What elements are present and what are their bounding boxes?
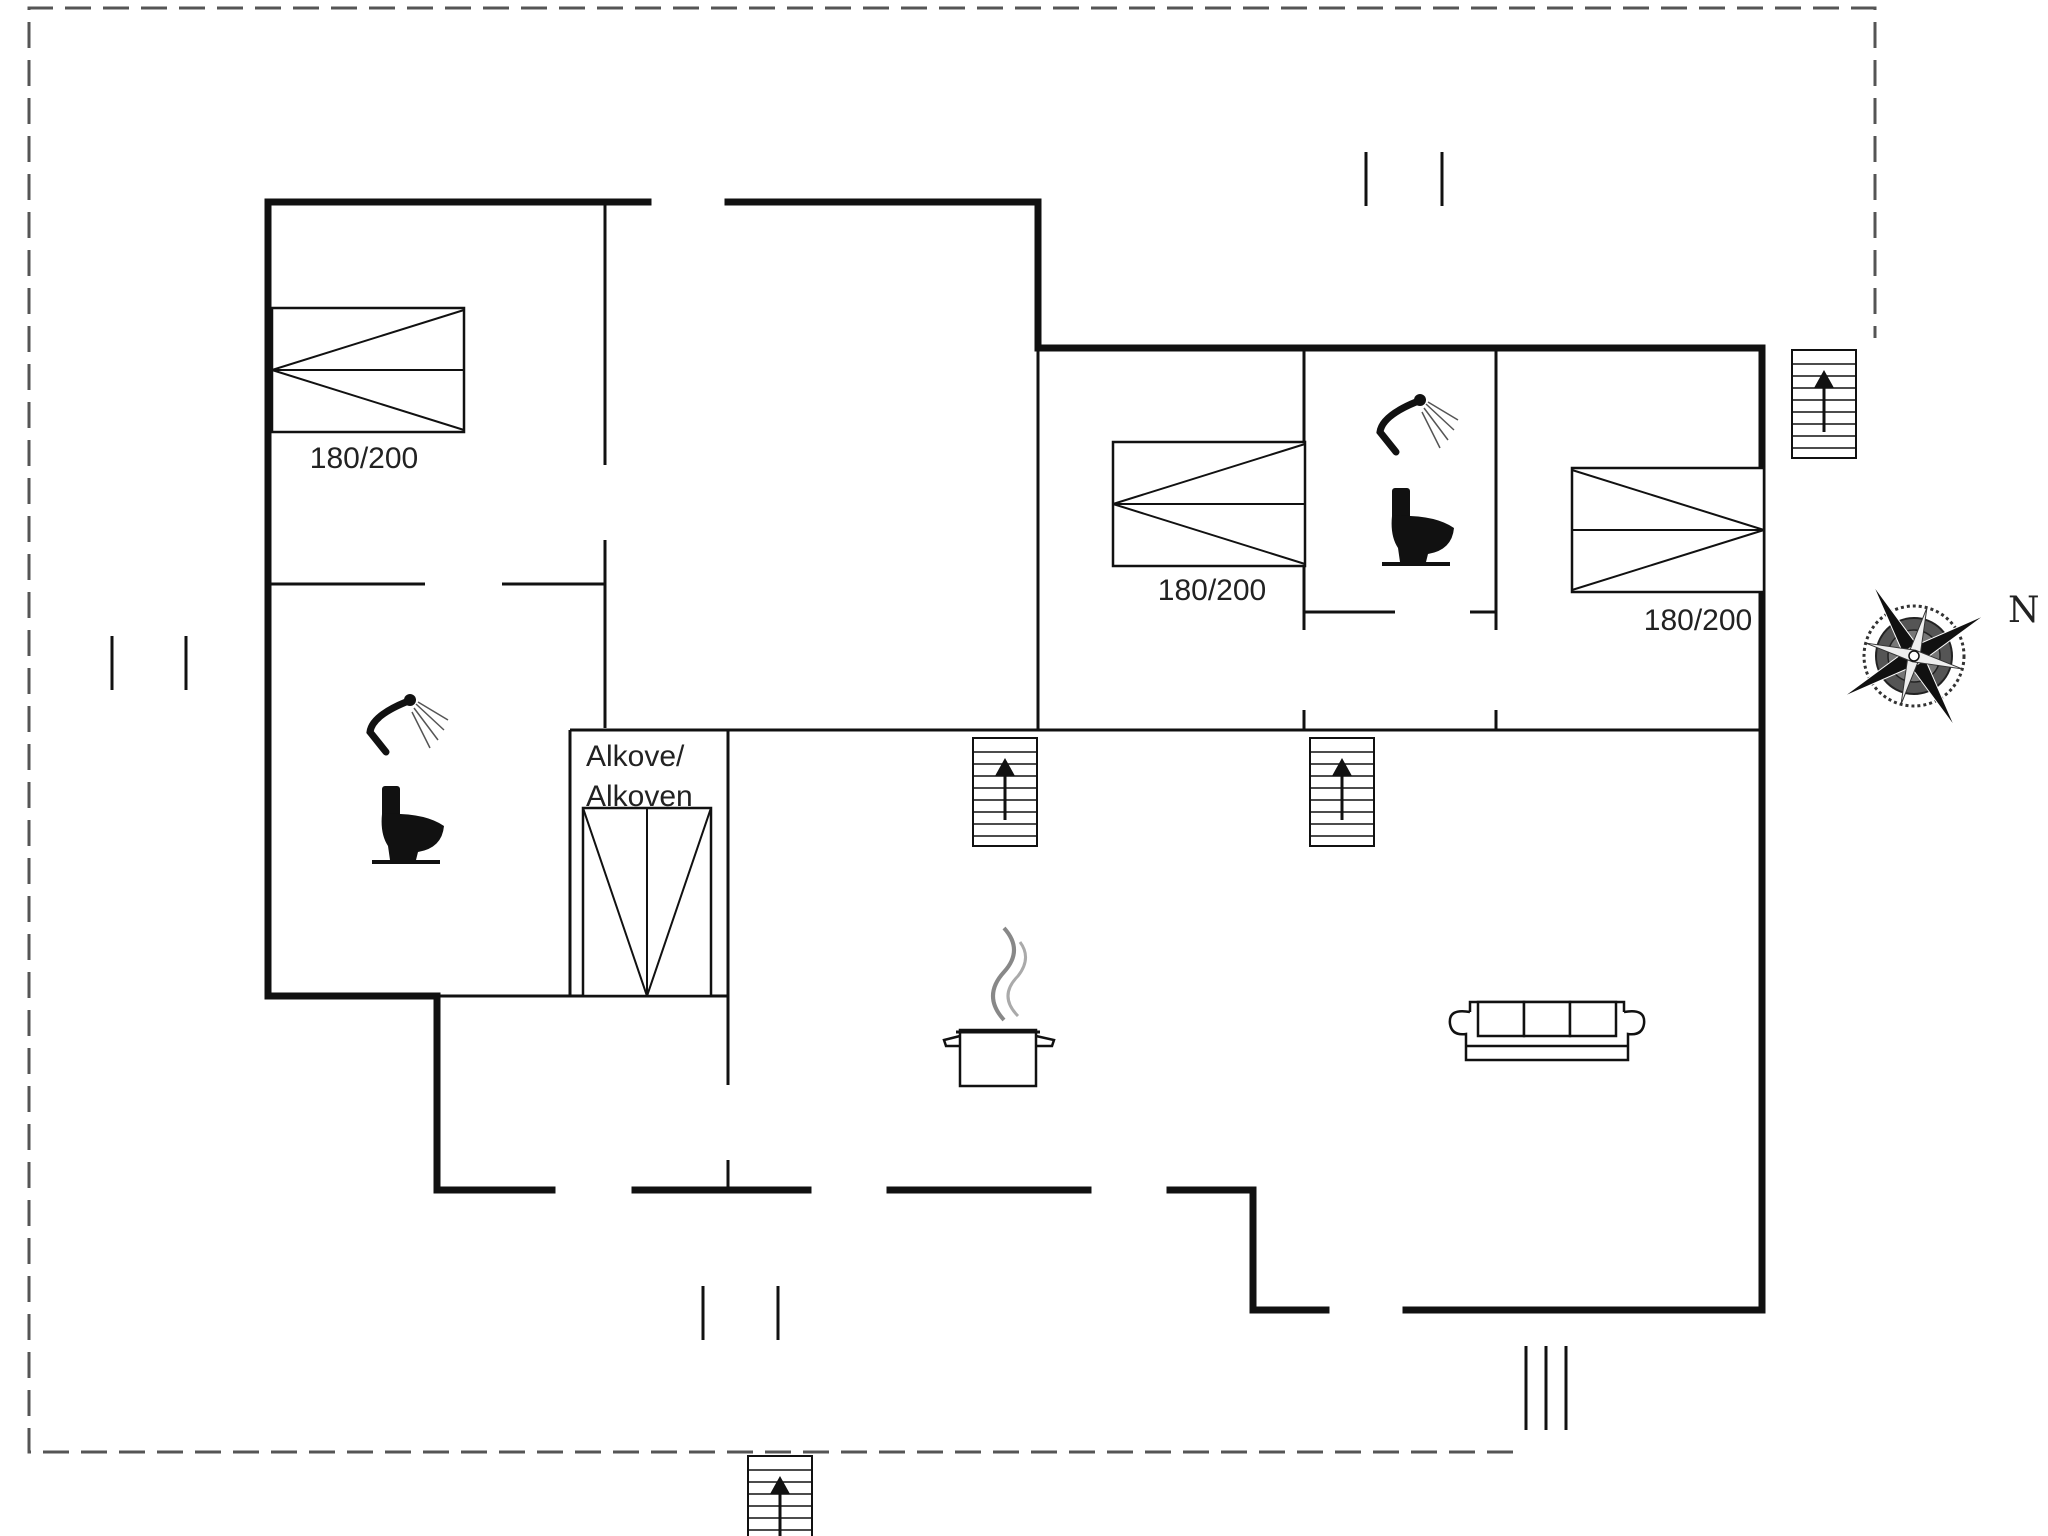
stairs-icon bbox=[1790, 348, 1858, 460]
sofa-icon bbox=[1448, 1000, 1646, 1062]
alcove-bed-icon bbox=[581, 806, 713, 998]
window-markers bbox=[110, 152, 1568, 1430]
bed-icon bbox=[270, 306, 466, 434]
interior-walls bbox=[268, 202, 1762, 1190]
shower-icon bbox=[1380, 394, 1458, 452]
bed-1-size-label: 180/200 bbox=[310, 442, 418, 475]
cooking-pot-icon bbox=[942, 926, 1056, 1088]
toilet-icon bbox=[1382, 488, 1454, 566]
alcove-label-line2: Alkoven bbox=[586, 780, 693, 813]
stairs-icon bbox=[1308, 736, 1376, 848]
shower-icon bbox=[370, 694, 448, 752]
stairs-icon bbox=[971, 736, 1039, 848]
bed-icon bbox=[1570, 466, 1766, 594]
toilet-icon bbox=[372, 786, 444, 864]
alcove-label-line1: Alkove/ bbox=[586, 740, 685, 773]
bed-2-size-label: 180/200 bbox=[1158, 574, 1266, 607]
terrace-boundary bbox=[27, 6, 1877, 1454]
compass-rose-icon bbox=[1842, 584, 1986, 728]
north-indicator-label: N bbox=[2008, 590, 2040, 631]
stairs-icon bbox=[746, 1454, 814, 1536]
bed-icon bbox=[1111, 440, 1307, 568]
bed-3-size-label: 180/200 bbox=[1644, 604, 1752, 637]
